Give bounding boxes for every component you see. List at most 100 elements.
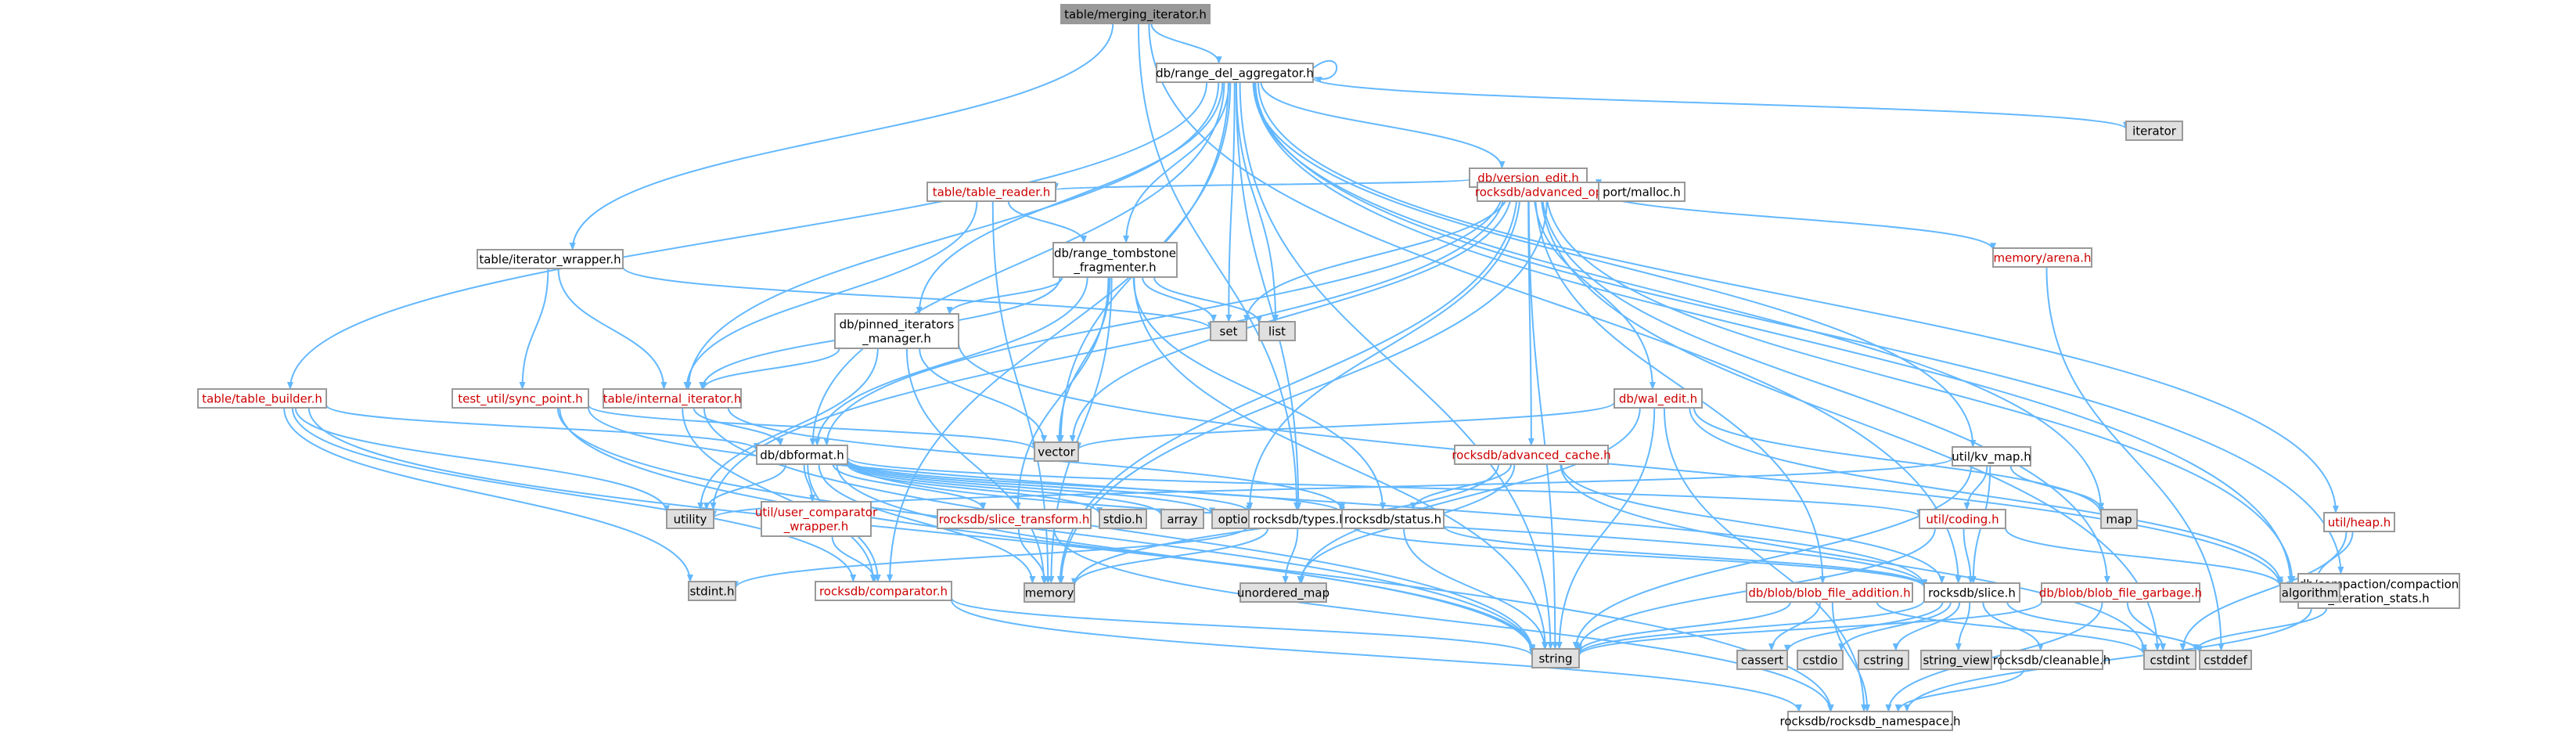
node-string-box	[1531, 648, 1580, 668]
edge-table_builder-to-dbformat	[326, 404, 760, 451]
node-memory_arena[interactable]: memory/arena.h	[1992, 247, 2092, 268]
edge-internal_iterator-to-dbformat	[693, 407, 784, 446]
node-list-label: list	[1268, 325, 1286, 339]
node-slice_transform-label: rocksdb/slice_transform.h	[939, 513, 1090, 528]
node-set-box	[1210, 321, 1247, 341]
node-slice[interactable]: rocksdb/slice.h	[1923, 582, 2020, 603]
node-comparator[interactable]: rocksdb/comparator.h	[815, 581, 952, 601]
node-vector-label: vector	[1038, 445, 1075, 459]
node-pinned_iterators_manager-label: db/pinned_iterators	[840, 318, 955, 333]
node-cleanable[interactable]: rocksdb/cleanable.h	[1993, 650, 2111, 670]
edge-slice-to-cassert	[1784, 601, 1944, 653]
edge-dbformat-to-status	[847, 459, 1345, 514]
edge-dbformat-to-string	[836, 463, 1535, 653]
node-algorithm: algorithm	[2279, 582, 2340, 603]
edge-slice-to-cleanable	[1982, 601, 2044, 651]
node-array-label: array	[1167, 513, 1197, 527]
node-slice-label: rocksdb/slice.h	[1928, 586, 2016, 600]
node-rocksdb_namespace-label: rocksdb/rocksdb_namespace.h	[1780, 715, 1961, 730]
edge-range_tombstone_fragmenter-to-set	[1142, 276, 1217, 322]
node-internal_iterator[interactable]: table/internal_iterator.h	[603, 388, 742, 409]
edge-status-to-slice	[1443, 524, 1927, 588]
edge-table_builder-to-comparator	[291, 407, 857, 582]
node-slice-box	[1923, 582, 2020, 603]
edge-range_tombstone_fragmenter-to-slice_transform	[1014, 276, 1110, 510]
node-dbformat[interactable]: db/dbformat.h	[756, 445, 848, 465]
edge-version_edit-to-table_reader	[1052, 178, 1470, 191]
edge-range_tombstone_fragmenter-to-pinned_iterators_manager	[946, 276, 1063, 315]
edge-slice-to-cstddef	[2006, 601, 2203, 654]
node-set: set	[1210, 321, 1247, 341]
node-advanced_cache[interactable]: rocksdb/advanced_cache.h	[1452, 445, 1611, 465]
node-blob_file_addition-label: db/blob/blob_file_addition.h	[1748, 586, 1910, 601]
edge-coding-to-slice	[1963, 528, 1974, 584]
node-sync_point[interactable]: test_util/sync_point.h	[452, 388, 589, 409]
node-port_malloc[interactable]: port/malloc.h	[1598, 182, 1686, 202]
edge-blob_file_addition-to-rocksdb_namespace	[1831, 601, 1871, 712]
node-types[interactable]: rocksdb/types.h	[1248, 509, 1351, 529]
node-range_tombstone_fragmenter[interactable]: db/range_tombstone_fragmenter.h	[1052, 242, 1178, 278]
edge-range_del_aggregator-to-range_tombstone_fragmenter	[1123, 81, 1230, 243]
node-cstdint: cstdint	[2143, 650, 2196, 670]
edge-pinned_iterators_manager-to-vector	[919, 348, 1048, 443]
node-iterator_wrapper[interactable]: table/iterator_wrapper.h	[477, 249, 624, 269]
edge-slice_transform-to-memory	[1017, 528, 1049, 584]
node-blob_file_addition[interactable]: db/blob/blob_file_addition.h	[1746, 582, 1913, 603]
node-user_comparator_wrapper[interactable]: util/user_comparator_wrapper.h	[755, 501, 878, 537]
edge-coding-to-algorithm	[2005, 528, 2283, 587]
node-cassert: cassert	[1736, 650, 1788, 670]
node-table_reader[interactable]: table/table_reader.h	[926, 182, 1056, 202]
node-pinned_iterators_manager[interactable]: db/pinned_iterators_manager.h	[834, 313, 959, 349]
edge-version_edit-to-string	[1527, 186, 1559, 650]
edge-table_builder-to-utility	[294, 407, 670, 513]
node-cassert-box	[1736, 650, 1788, 670]
node-internal_iterator-box	[603, 388, 742, 409]
node-table_builder[interactable]: table/table_builder.h	[197, 388, 327, 409]
node-unordered_map-label: unordered_map	[1237, 586, 1329, 601]
node-compaction_iteration_stats-label: _iteration_stats.h	[2327, 592, 2429, 607]
edge-version_edit-to-set	[1243, 186, 1511, 323]
node-map: map	[2100, 509, 2138, 529]
node-status[interactable]: rocksdb/status.h	[1341, 509, 1445, 529]
node-cstdio-label: cstdio	[1803, 654, 1838, 668]
node-cstdio-box	[1797, 650, 1844, 670]
node-wal_edit[interactable]: db/wal_edit.h	[1614, 388, 1703, 409]
node-string_view-box	[1920, 650, 1992, 670]
node-kv_map[interactable]: util/kv_map.h	[1952, 446, 2031, 467]
node-vector: vector	[1034, 441, 1079, 462]
edge-version_edit-to-optional	[1247, 186, 1521, 510]
edge-table_reader-to-range_tombstone_fragmenter	[1007, 200, 1088, 243]
edge-dbformat-to-user_comparator_wrapper	[803, 463, 816, 503]
edge-advanced_cache-to-cstdint	[1560, 463, 2147, 653]
node-merging_iterator-box	[1060, 4, 1211, 24]
edge-pinned_iterators_manager-to-internal_iterator	[700, 348, 840, 390]
edge-pinned_iterators_manager-to-algorithm	[958, 342, 2283, 588]
node-stdint: stdint.h	[688, 581, 736, 601]
node-heap[interactable]: util/heap.h	[2323, 512, 2395, 532]
edge-status-to-string	[1403, 528, 1548, 650]
edge-range_del_aggregator-to-list	[1235, 81, 1279, 322]
edge-range_del_aggregator-to-internal_iterator	[685, 81, 1220, 390]
edge-types-to-stdint	[732, 524, 1250, 589]
edge-iterator_wrapper-to-set	[622, 266, 1214, 330]
node-slice_transform[interactable]: rocksdb/slice_transform.h	[937, 509, 1092, 529]
node-range_del_aggregator[interactable]: db/range_del_aggregator.h	[1156, 63, 1314, 83]
node-algorithm-label: algorithm	[2282, 586, 2338, 600]
node-blob_file_garbage[interactable]: db/blob/blob_file_garbage.h	[2039, 582, 2202, 603]
edge-dbformat-to-optional	[847, 461, 1215, 516]
node-coding[interactable]: util/coding.h	[1919, 509, 2006, 529]
edge-range_tombstone_fragmenter-to-vector	[1056, 276, 1111, 443]
node-advanced_cache-label: rocksdb/advanced_cache.h	[1452, 449, 1610, 463]
edge-range_del_aggregator-to-heap	[1257, 81, 2339, 513]
edge-iterator_wrapper-to-sync_point	[519, 268, 549, 390]
node-rocksdb_namespace[interactable]: rocksdb/rocksdb_namespace.h	[1780, 711, 1961, 731]
node-unordered_map: unordered_map	[1237, 582, 1329, 603]
node-cleanable-label: rocksdb/cleanable.h	[1993, 654, 2111, 668]
node-status-label: rocksdb/status.h	[1344, 513, 1441, 527]
node-merging_iterator[interactable]: table/merging_iterator.h	[1060, 4, 1211, 24]
node-cstring-box	[1858, 650, 1909, 670]
edge-slice-to-cstring	[1892, 601, 1961, 651]
node-memory: memory	[1024, 582, 1075, 603]
node-iterator-label: iterator	[2132, 124, 2177, 139]
node-string_view-label: string_view	[1923, 654, 1989, 668]
